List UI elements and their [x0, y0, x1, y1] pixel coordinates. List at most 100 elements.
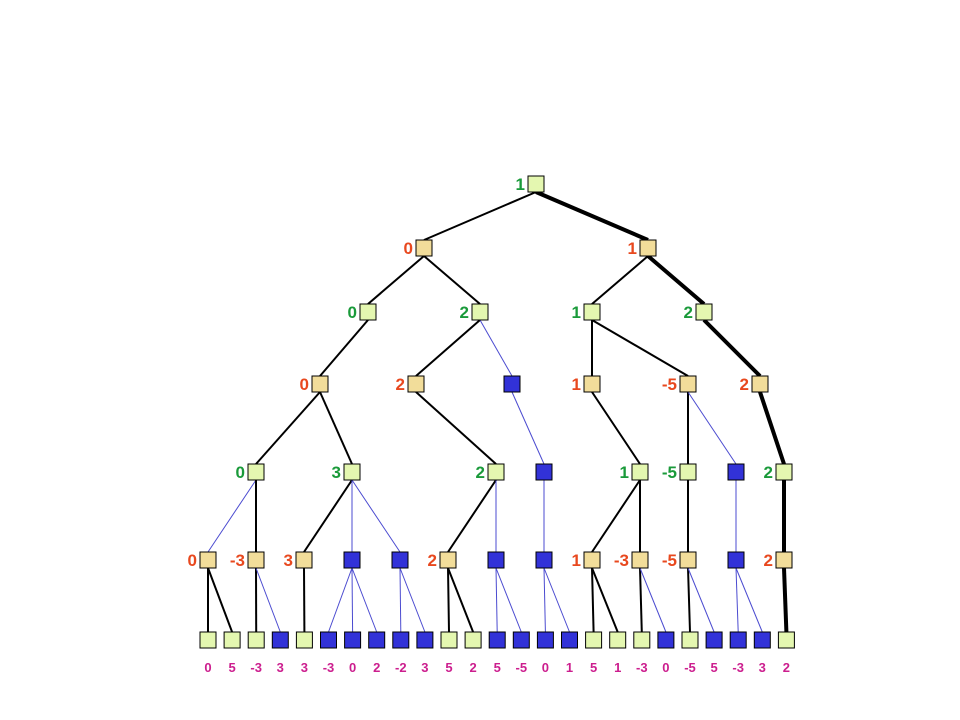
leaf-value-label: 3 [301, 660, 308, 675]
node-value-label: 2 [764, 551, 773, 570]
min-node [415, 239, 433, 257]
max-node [527, 175, 545, 193]
node-value-label: 0 [404, 239, 413, 258]
edge-normal [591, 255, 649, 305]
pruned-leaf-node [488, 631, 506, 649]
min-node [775, 551, 793, 569]
node-value-label: 2 [460, 303, 469, 322]
edge-normal [591, 319, 689, 377]
max-node [359, 303, 377, 321]
node-value-label: 0 [348, 303, 357, 322]
min-node [407, 375, 425, 393]
node-value-label: -5 [662, 463, 677, 482]
edge-pruned [735, 567, 739, 633]
edge-normal [447, 567, 475, 633]
edge-principal [758, 391, 786, 465]
min-node [679, 375, 697, 393]
node-value-label: 1 [572, 551, 581, 570]
leaf-value-label: 5 [445, 660, 452, 675]
edge-pruned [351, 567, 378, 633]
edge-normal [207, 567, 234, 633]
pruned-node [487, 551, 505, 569]
node-value-label: 1 [620, 463, 629, 482]
pruned-node [391, 551, 409, 569]
min-node [247, 551, 265, 569]
node-value-label: 0 [300, 375, 309, 394]
leaf-node [609, 631, 627, 649]
pruned-leaf-node [512, 631, 530, 649]
min-node [311, 375, 329, 393]
leaf-node [223, 631, 241, 649]
node-value-label: 2 [764, 463, 773, 482]
edge-pruned [207, 479, 257, 553]
leaf-value-label: 2 [373, 660, 380, 675]
edge-normal [303, 479, 353, 553]
min-node [639, 239, 657, 257]
min-node [583, 551, 601, 569]
leaf-node [585, 631, 603, 649]
edge-pruned [735, 567, 763, 633]
pruned-node [535, 463, 553, 481]
edge-normal [687, 567, 691, 633]
leaf-value-label: 0 [542, 660, 549, 675]
leaf-node [440, 631, 458, 649]
edge-pruned [511, 391, 545, 465]
max-node [583, 303, 601, 321]
pruned-leaf-node [657, 631, 675, 649]
min-node [295, 551, 313, 569]
node-value-label: 1 [516, 175, 525, 194]
min-node [679, 551, 697, 569]
leaf-value-label: -5 [684, 660, 696, 675]
node-value-label: -5 [662, 375, 677, 394]
max-node [343, 463, 361, 481]
leaf-value-label: 1 [566, 660, 573, 675]
edge-normal [639, 567, 643, 633]
edge-pruned [687, 391, 737, 465]
edge-normal [447, 479, 497, 553]
leaf-node [464, 631, 482, 649]
leaf-value-label: -3 [250, 660, 262, 675]
node-value-label: -5 [662, 551, 677, 570]
edge-normal [447, 567, 450, 633]
edge-principal [646, 254, 706, 306]
min-node [439, 551, 457, 569]
edge-pruned [351, 479, 401, 553]
max-node [679, 463, 697, 481]
leaf-value-label: 0 [349, 660, 356, 675]
pruned-node [727, 551, 745, 569]
node-value-label: -3 [614, 551, 629, 570]
leaf-value-label: 5 [590, 660, 597, 675]
pruned-node [503, 375, 521, 393]
edge-normal [423, 255, 481, 305]
leaf-value-label: -3 [636, 660, 648, 675]
leaf-value-label: 0 [662, 660, 669, 675]
node-value-label: 0 [236, 463, 245, 482]
leaf-value-label: 0 [204, 660, 211, 675]
leaf-node [681, 631, 699, 649]
leaf-node [633, 631, 651, 649]
pruned-leaf-node [368, 631, 386, 649]
node-value-label: 1 [628, 239, 637, 258]
edge-normal [591, 391, 641, 465]
edge-normal [319, 391, 353, 465]
edge-pruned [543, 567, 570, 633]
node-value-label: 2 [740, 375, 749, 394]
leaf-value-label: -5 [516, 660, 528, 675]
edge-normal [591, 567, 619, 633]
edge-pruned [328, 567, 353, 633]
pruned-node [343, 551, 361, 569]
pruned-node [727, 463, 745, 481]
pruned-node [535, 551, 553, 569]
edge-normal [255, 391, 321, 465]
leaf-value-label: 3 [421, 660, 428, 675]
leaf-value-label: -3 [323, 660, 335, 675]
edge-principal [782, 567, 789, 633]
edge-pruned [351, 567, 354, 633]
node-value-label: 2 [684, 303, 693, 322]
edge-pruned [495, 567, 522, 633]
pruned-leaf-node [320, 631, 337, 649]
leaf-node [199, 631, 217, 649]
